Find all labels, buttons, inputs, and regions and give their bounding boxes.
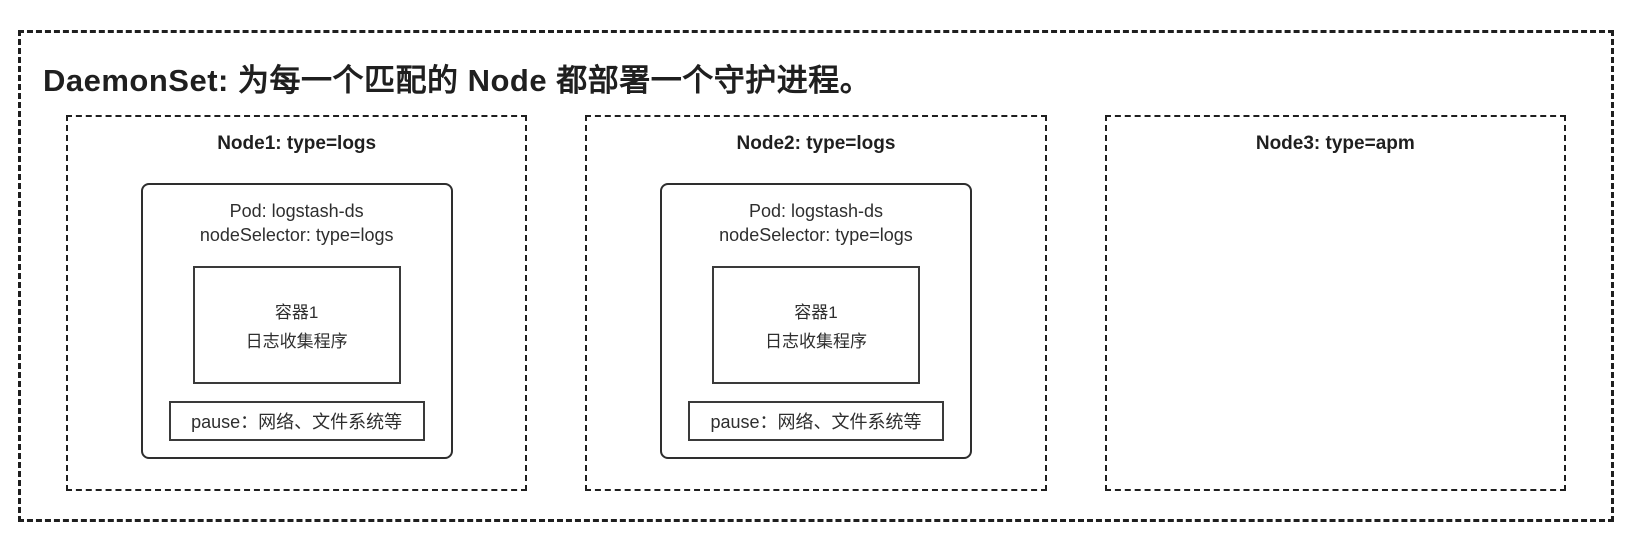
- daemonset-diagram: DaemonSet: 为每一个匹配的 Node 都部署一个守护进程。 Node1…: [18, 30, 1614, 522]
- node1-box: Node1: type=logs Pod: logstash-ds nodeSe…: [66, 115, 528, 491]
- node1-container-line1: 容器1: [274, 302, 319, 322]
- node2-container-line1: 容器1: [794, 302, 838, 322]
- node2-box: Node2: type=logs Pod: logstash-ds nodeSe…: [585, 115, 1047, 491]
- node1-pause-box: pause：网络、文件系统等: [168, 401, 425, 441]
- node1-pod-box: Pod: logstash-ds nodeSelector: type=logs…: [140, 183, 453, 459]
- node1-container-box: 容器1 日志收集程序: [192, 265, 401, 384]
- node3-box: Node3: type=apm: [1104, 115, 1566, 491]
- node2-title: Node2: type=logs: [736, 133, 896, 154]
- node2-container-box: 容器1 日志收集程序: [711, 265, 920, 384]
- node2-pause-label: pause：网络、文件系统等: [710, 412, 922, 432]
- node2-pause-box: pause：网络、文件系统等: [687, 401, 944, 441]
- node1-pause-label: pause：网络、文件系统等: [191, 412, 403, 432]
- node2-pod-name: Pod: logstash-ds: [748, 201, 884, 221]
- node1-container-line2: 日志收集程序: [245, 331, 348, 351]
- node2-pod-box: Pod: logstash-ds nodeSelector: type=logs…: [659, 183, 972, 459]
- node2-pod-selector: nodeSelector: type=logs: [719, 225, 913, 246]
- node3-title: Node3: type=apm: [1255, 133, 1415, 154]
- node1-pod-name: Pod: logstash-ds: [229, 201, 364, 221]
- nodes-row: Node1: type=logs Pod: logstash-ds nodeSe…: [66, 115, 1566, 491]
- node1-pod-selector: nodeSelector: type=logs: [199, 225, 394, 246]
- node2-container-line2: 日志收集程序: [764, 331, 867, 351]
- node1-title: Node1: type=logs: [217, 133, 377, 154]
- diagram-title: DaemonSet: 为每一个匹配的 Node 都部署一个守护进程。: [43, 63, 872, 98]
